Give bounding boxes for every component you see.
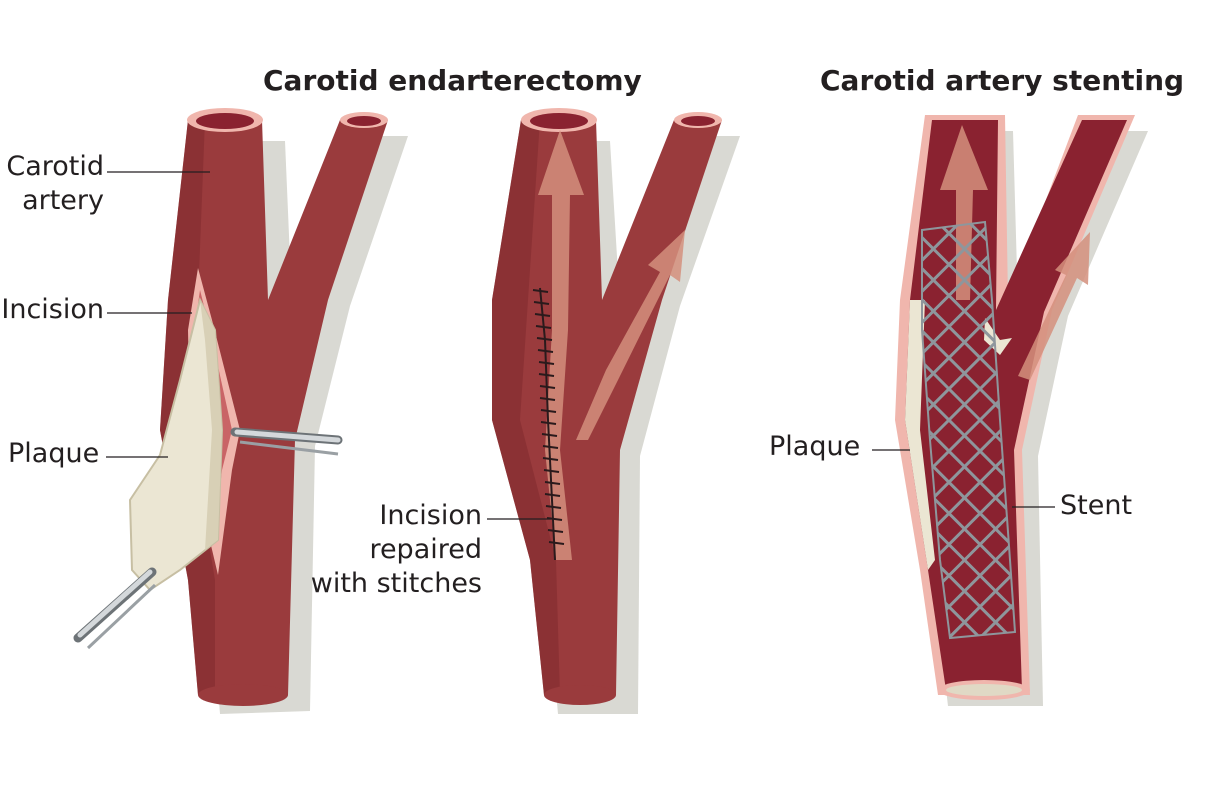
blood-flow-arrow-stent (940, 125, 988, 300)
forceps-upper (230, 427, 343, 456)
label-incision-repaired: Incision repaired with stitches (310, 500, 482, 599)
label-plaque-left: Plaque (8, 438, 100, 469)
label-stent: Stent (1060, 490, 1133, 521)
label-carotid-artery: Carotid artery (6, 151, 104, 216)
title-endarterectomy: Carotid endarterectomy (263, 64, 642, 97)
label-plaque-right: Plaque (769, 431, 861, 462)
artery-panel-stitched (492, 108, 740, 714)
blood-flow-arrow-stent-branch (1018, 232, 1090, 380)
artery-panel-incision (73, 108, 408, 714)
leader-lines (106, 171, 1055, 520)
plaque-right (905, 300, 935, 570)
title-stenting: Carotid artery stenting (820, 64, 1185, 97)
stitches (532, 287, 565, 561)
blood-flow-arrow-branch (576, 230, 685, 440)
label-incision: Incision (1, 294, 104, 325)
forceps-lower (73, 567, 157, 650)
artery-panel-stent (895, 115, 1148, 706)
